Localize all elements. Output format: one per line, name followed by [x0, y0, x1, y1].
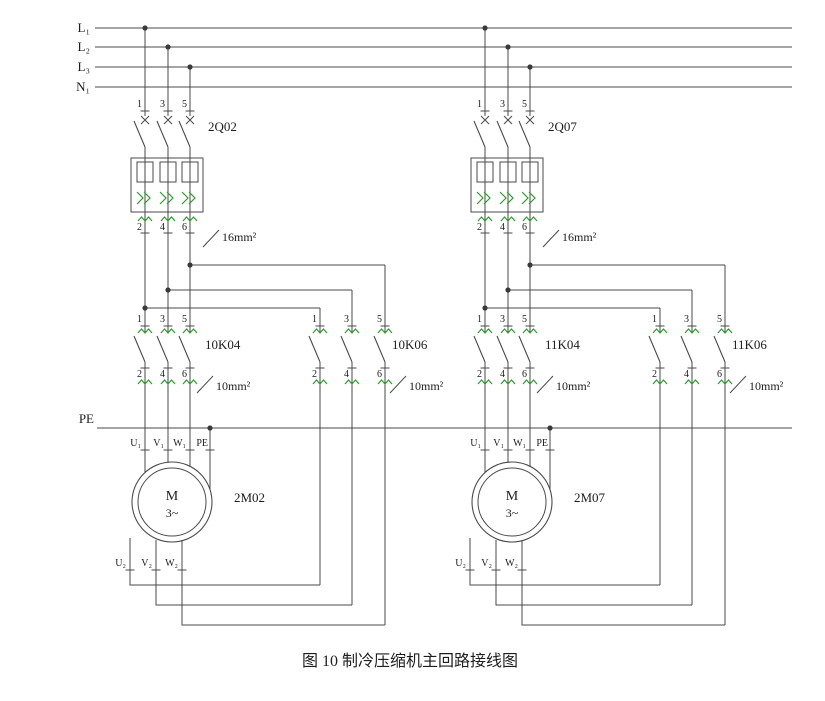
circuit-graphics-left [124, 24, 407, 626]
motor-pe-terminal-label: PE [536, 438, 548, 449]
terminal-number: 5 [717, 314, 722, 325]
terminal-number: 4 [684, 369, 689, 380]
contactor2-label: 10K06 [392, 337, 428, 352]
terminal-number: 5 [377, 314, 382, 325]
terminal-number: 6 [522, 222, 527, 233]
terminal-number: 2 [137, 369, 142, 380]
contactor2-label: 11K06 [732, 337, 767, 352]
terminal-number: 2 [312, 369, 317, 380]
breaker-label: 2Q07 [548, 119, 577, 134]
terminal-number: 5 [522, 314, 527, 325]
motor-terminal-label: U₂ [455, 558, 466, 569]
bus-label-l1: L₁ [78, 20, 90, 35]
motor-terminal-label: U₁ [470, 438, 481, 449]
terminal-number: 6 [377, 369, 382, 380]
motor-terminal-label: V₂ [141, 558, 152, 569]
motor-pe-terminal-label: PE [196, 438, 208, 449]
wire-size-label: 10mm² [556, 379, 591, 393]
terminal-number: 5 [182, 314, 187, 325]
bus-label-l3: L₃ [78, 59, 90, 74]
circuit-left-labels: 1 3 5 2Q02 2 4 6 16mm² 1 3 5 10K04 2 4 6… [115, 99, 443, 569]
terminal-number: 4 [500, 369, 505, 380]
motor-terminal-label: W₁ [513, 438, 526, 449]
terminal-number: 3 [344, 314, 349, 325]
breaker-label: 2Q02 [208, 119, 237, 134]
terminal-number: 6 [182, 369, 187, 380]
terminal-number: 4 [160, 369, 165, 380]
motor-terminal-label: W₂ [505, 558, 518, 569]
wire-size-label: 16mm² [222, 230, 257, 244]
terminal-number: 4 [500, 222, 505, 233]
terminal-number: 6 [522, 369, 527, 380]
wire-size-label: 16mm² [562, 230, 597, 244]
motor-terminal-label: V₁ [493, 438, 504, 449]
terminal-number: 2 [137, 222, 142, 233]
terminal-number: 3 [500, 314, 505, 325]
contactor1-label: 11K04 [545, 337, 580, 352]
bus-label-l2: L₂ [78, 39, 90, 54]
terminal-number: 3 [160, 314, 165, 325]
motor-label: 2M02 [234, 490, 265, 505]
figure-caption: 图 10 制冷压缩机主回路接线图 [302, 652, 518, 670]
terminal-number: 1 [477, 99, 482, 110]
terminal-number: 1 [137, 99, 142, 110]
terminal-number: 3 [160, 99, 165, 110]
circuit-graphics-right [464, 24, 747, 626]
motor-terminal-label: W₁ [173, 438, 186, 449]
motor-letter: M [166, 489, 179, 504]
terminal-number: 2 [652, 369, 657, 380]
terminal-number: 1 [312, 314, 317, 325]
bus-lines [95, 27, 792, 429]
pe-bus-label: PE [79, 411, 94, 426]
motor-terminal-label: W₂ [165, 558, 178, 569]
motor-terminal-label: V₁ [153, 438, 164, 449]
contactor1-label: 10K04 [205, 337, 241, 352]
motor-letter: M [506, 489, 519, 504]
wire-size-label: 10mm² [749, 379, 784, 393]
wire-size-label: 10mm² [409, 379, 444, 393]
wire-size-label: 10mm² [216, 379, 251, 393]
terminal-number: 6 [717, 369, 722, 380]
terminal-number: 1 [477, 314, 482, 325]
terminal-number: 2 [477, 222, 482, 233]
terminal-number: 1 [652, 314, 657, 325]
circuit-right-labels: 1 3 5 2Q07 2 4 6 16mm² 1 3 5 11K04 2 4 6… [455, 99, 783, 569]
terminal-number: 5 [522, 99, 527, 110]
terminal-number: 4 [160, 222, 165, 233]
motor-terminal-label: U₂ [115, 558, 126, 569]
terminal-number: 6 [182, 222, 187, 233]
bus-label-n1: N₁ [76, 79, 90, 94]
terminal-number: 2 [477, 369, 482, 380]
motor-label: 2M07 [574, 490, 606, 505]
terminal-number: 3 [500, 99, 505, 110]
terminal-number: 3 [684, 314, 689, 325]
motor-terminal-label: V₂ [481, 558, 492, 569]
terminal-number: 5 [182, 99, 187, 110]
terminal-number: 4 [344, 369, 349, 380]
motor-phases: 3~ [506, 506, 519, 520]
motor-phases: 3~ [166, 506, 179, 520]
terminal-number: 1 [137, 314, 142, 325]
motor-terminal-label: U₁ [130, 438, 141, 449]
